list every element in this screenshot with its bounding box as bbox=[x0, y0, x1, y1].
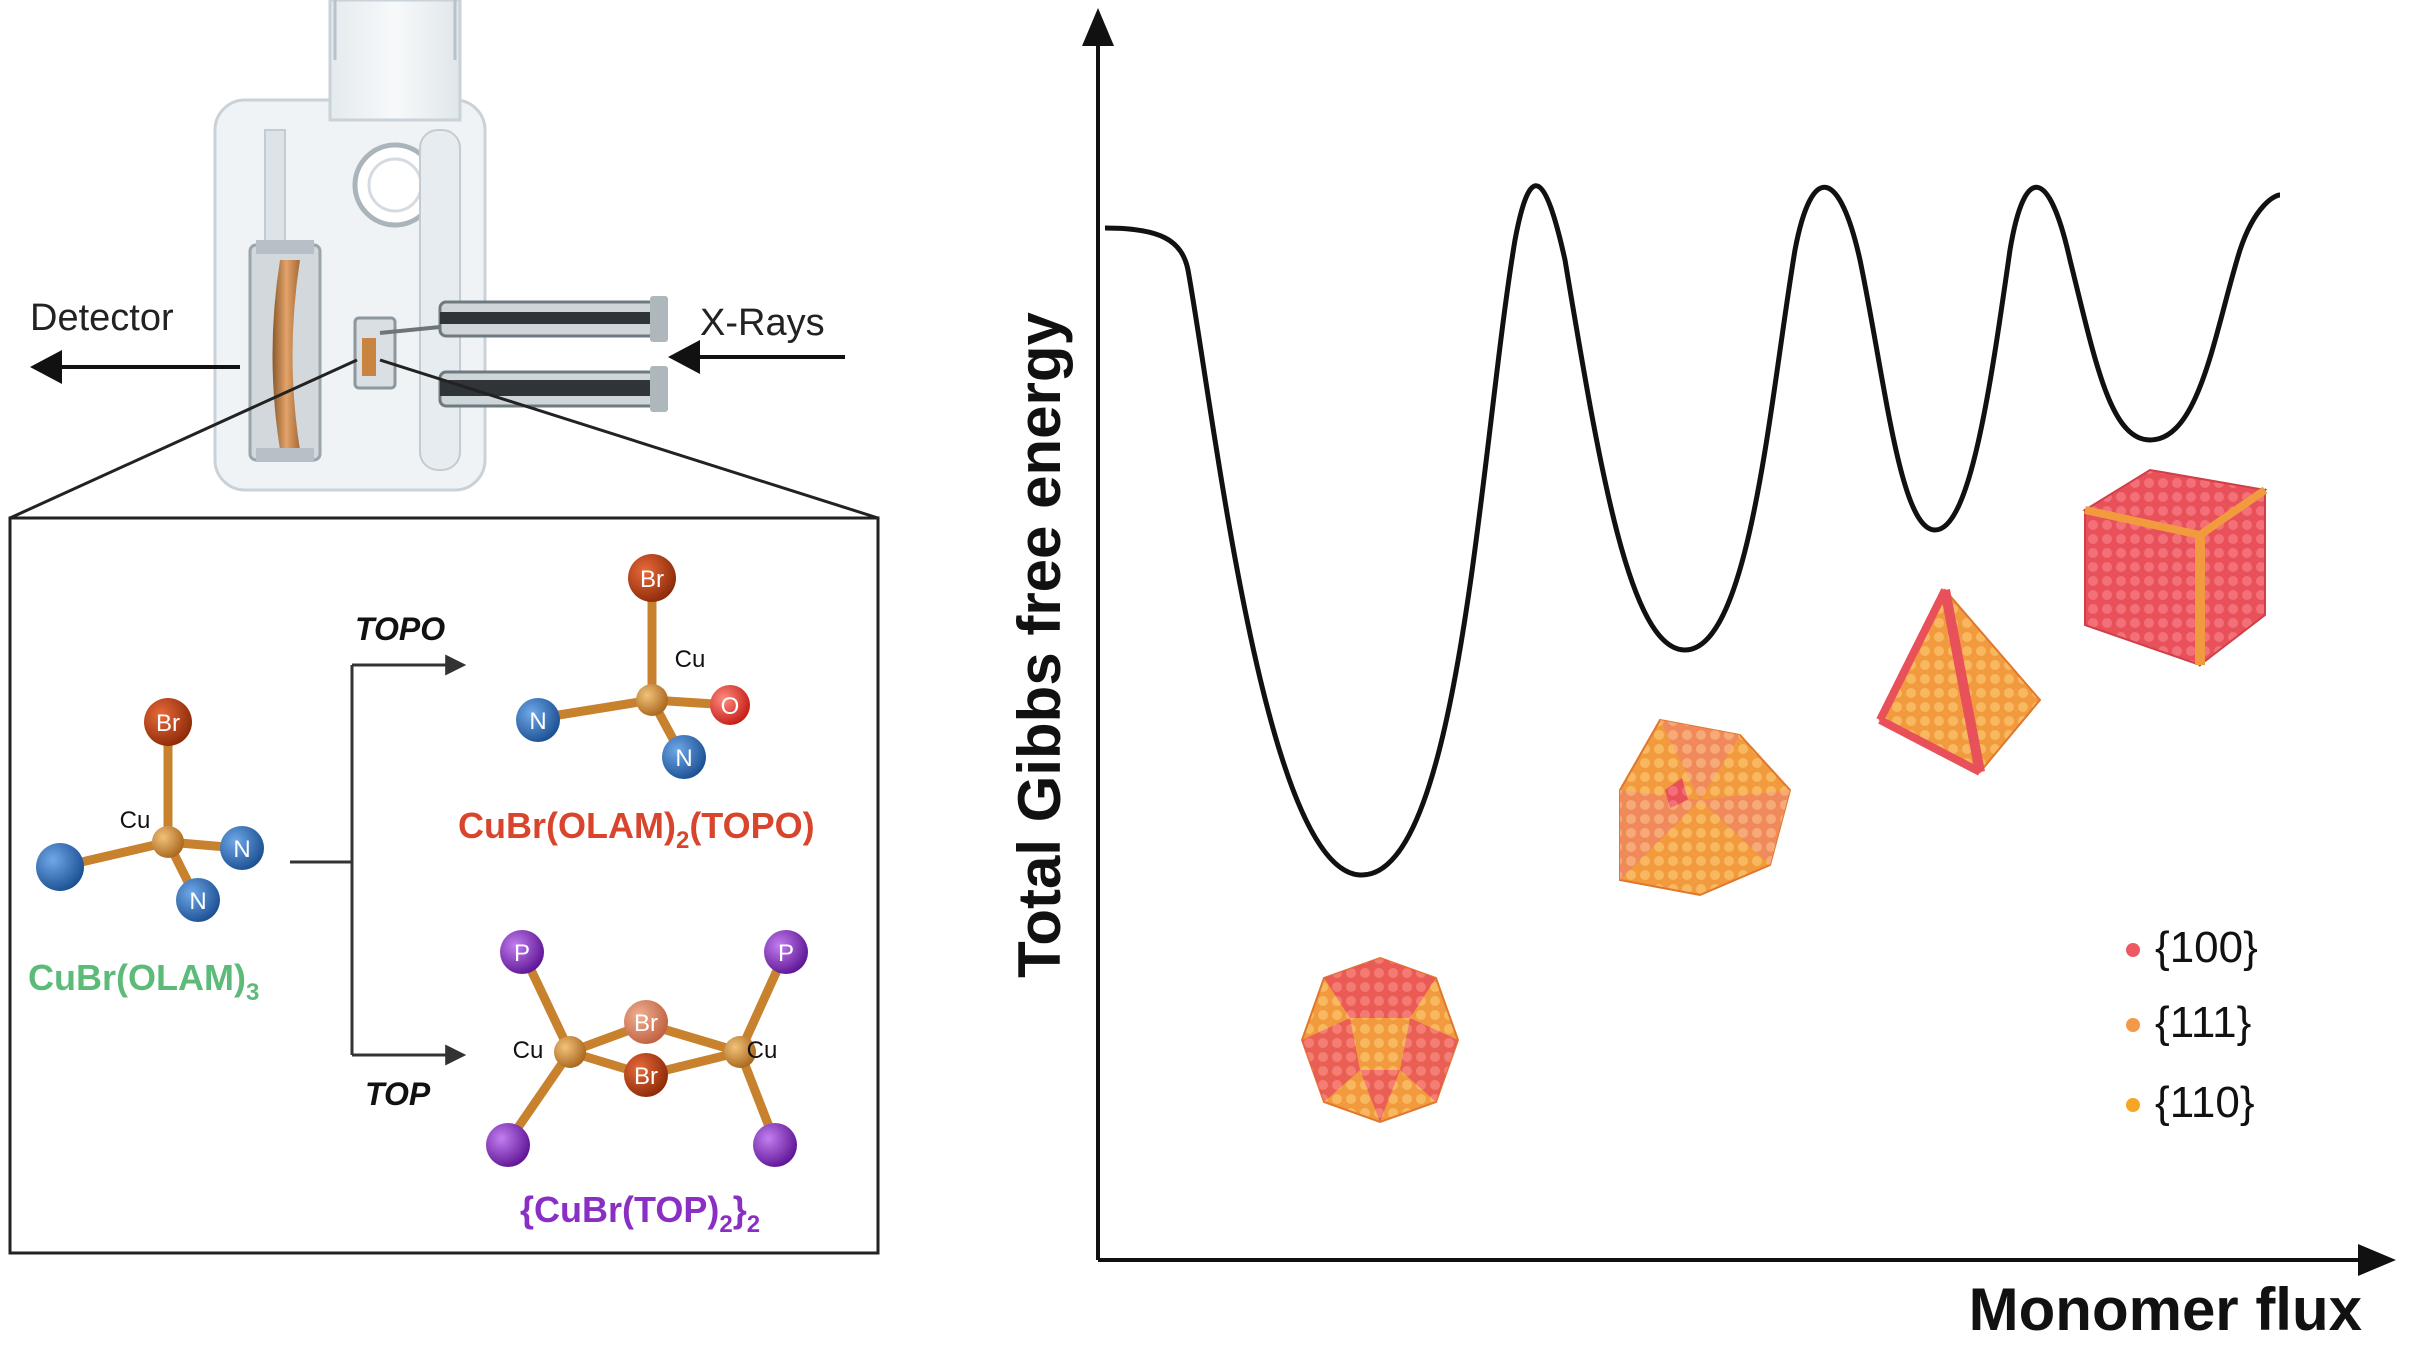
icosahedron-nanocrystal bbox=[1300, 956, 1460, 1124]
n-atom bbox=[220, 826, 264, 870]
cube-nanocrystal bbox=[2082, 468, 2268, 668]
facet-legend: {100} {111} {110} bbox=[2126, 923, 2258, 1127]
cu-atom bbox=[152, 826, 184, 858]
svg-text:Br: Br bbox=[634, 1063, 658, 1090]
n-atom bbox=[176, 878, 220, 922]
reaction-branch-arrows bbox=[290, 654, 467, 1066]
svg-text:Br: Br bbox=[640, 566, 664, 593]
n-atom bbox=[662, 735, 706, 779]
svg-text:N: N bbox=[529, 708, 546, 735]
tetrahedron-nanocrystal bbox=[1876, 588, 2042, 776]
precursor-molecule: Br Cu N N bbox=[36, 698, 264, 922]
br-atom bbox=[624, 1000, 668, 1044]
precursor-formula: CuBr(OLAM)3 bbox=[28, 957, 259, 1006]
y-axis-label: Total Gibbs free energy bbox=[1006, 312, 1073, 978]
x-axis-arrowhead bbox=[2358, 1244, 2396, 1276]
o-atom bbox=[710, 685, 750, 725]
top-product-molecule: P P Br Br Cu Cu bbox=[486, 930, 808, 1167]
legend-label: {100} bbox=[2155, 923, 2258, 972]
octahedron-nanocrystal bbox=[1619, 718, 1792, 897]
x-axis-label: Monomer flux bbox=[1969, 1276, 2362, 1343]
energy-axes bbox=[1082, 8, 2396, 1276]
br-atom bbox=[144, 698, 192, 746]
br-atom bbox=[628, 554, 676, 602]
p-atom bbox=[753, 1123, 797, 1167]
svg-text:Cu: Cu bbox=[513, 1037, 544, 1064]
svg-text:P: P bbox=[778, 940, 794, 967]
xray-arrowhead bbox=[668, 340, 700, 374]
n-atom bbox=[36, 843, 84, 891]
p-atom bbox=[764, 930, 808, 974]
top-label: TOP bbox=[365, 1076, 431, 1112]
legend-label: {111} bbox=[2155, 998, 2251, 1047]
svg-text:N: N bbox=[675, 745, 692, 772]
svg-text:Cu: Cu bbox=[747, 1037, 778, 1064]
reactor-cell-illustration bbox=[213, 0, 668, 492]
br-atom bbox=[624, 1053, 668, 1097]
topo-product-molecule: Br Cu N O N bbox=[516, 554, 750, 779]
p-atom bbox=[486, 1123, 530, 1167]
detector-label: Detector bbox=[30, 297, 174, 339]
legend-swatch bbox=[2126, 943, 2140, 957]
xray-label: X-Rays bbox=[700, 302, 825, 344]
svg-text:P: P bbox=[514, 940, 530, 967]
svg-text:Br: Br bbox=[634, 1010, 658, 1037]
legend-label: {110} bbox=[2155, 1078, 2255, 1127]
gibbs-energy-curve bbox=[1104, 183, 2281, 878]
svg-text:Br: Br bbox=[156, 710, 180, 737]
topo-label: TOPO bbox=[355, 611, 445, 647]
p-atom bbox=[500, 930, 544, 974]
top-product-formula: {CuBr(TOP)2}2 bbox=[520, 1189, 760, 1238]
topo-product-formula: CuBr(OLAM)2(TOPO) bbox=[458, 805, 815, 854]
reaction-inset-box bbox=[8, 516, 880, 1255]
detector-arrowhead bbox=[30, 350, 62, 384]
n-atom bbox=[516, 698, 560, 742]
legend-swatch bbox=[2126, 1018, 2140, 1032]
svg-text:Cu: Cu bbox=[120, 807, 151, 834]
svg-text:N: N bbox=[189, 888, 206, 915]
zoom-line-left bbox=[9, 358, 358, 520]
cu-atom bbox=[636, 684, 668, 716]
svg-text:Cu: Cu bbox=[675, 646, 706, 673]
svg-text:N: N bbox=[233, 836, 250, 863]
y-axis-arrowhead bbox=[1082, 8, 1114, 46]
legend-swatch bbox=[2126, 1098, 2140, 1112]
cu-atom bbox=[554, 1036, 586, 1068]
cu-atom bbox=[724, 1036, 756, 1068]
svg-text:O: O bbox=[721, 693, 740, 720]
zoom-line-right bbox=[379, 358, 879, 520]
